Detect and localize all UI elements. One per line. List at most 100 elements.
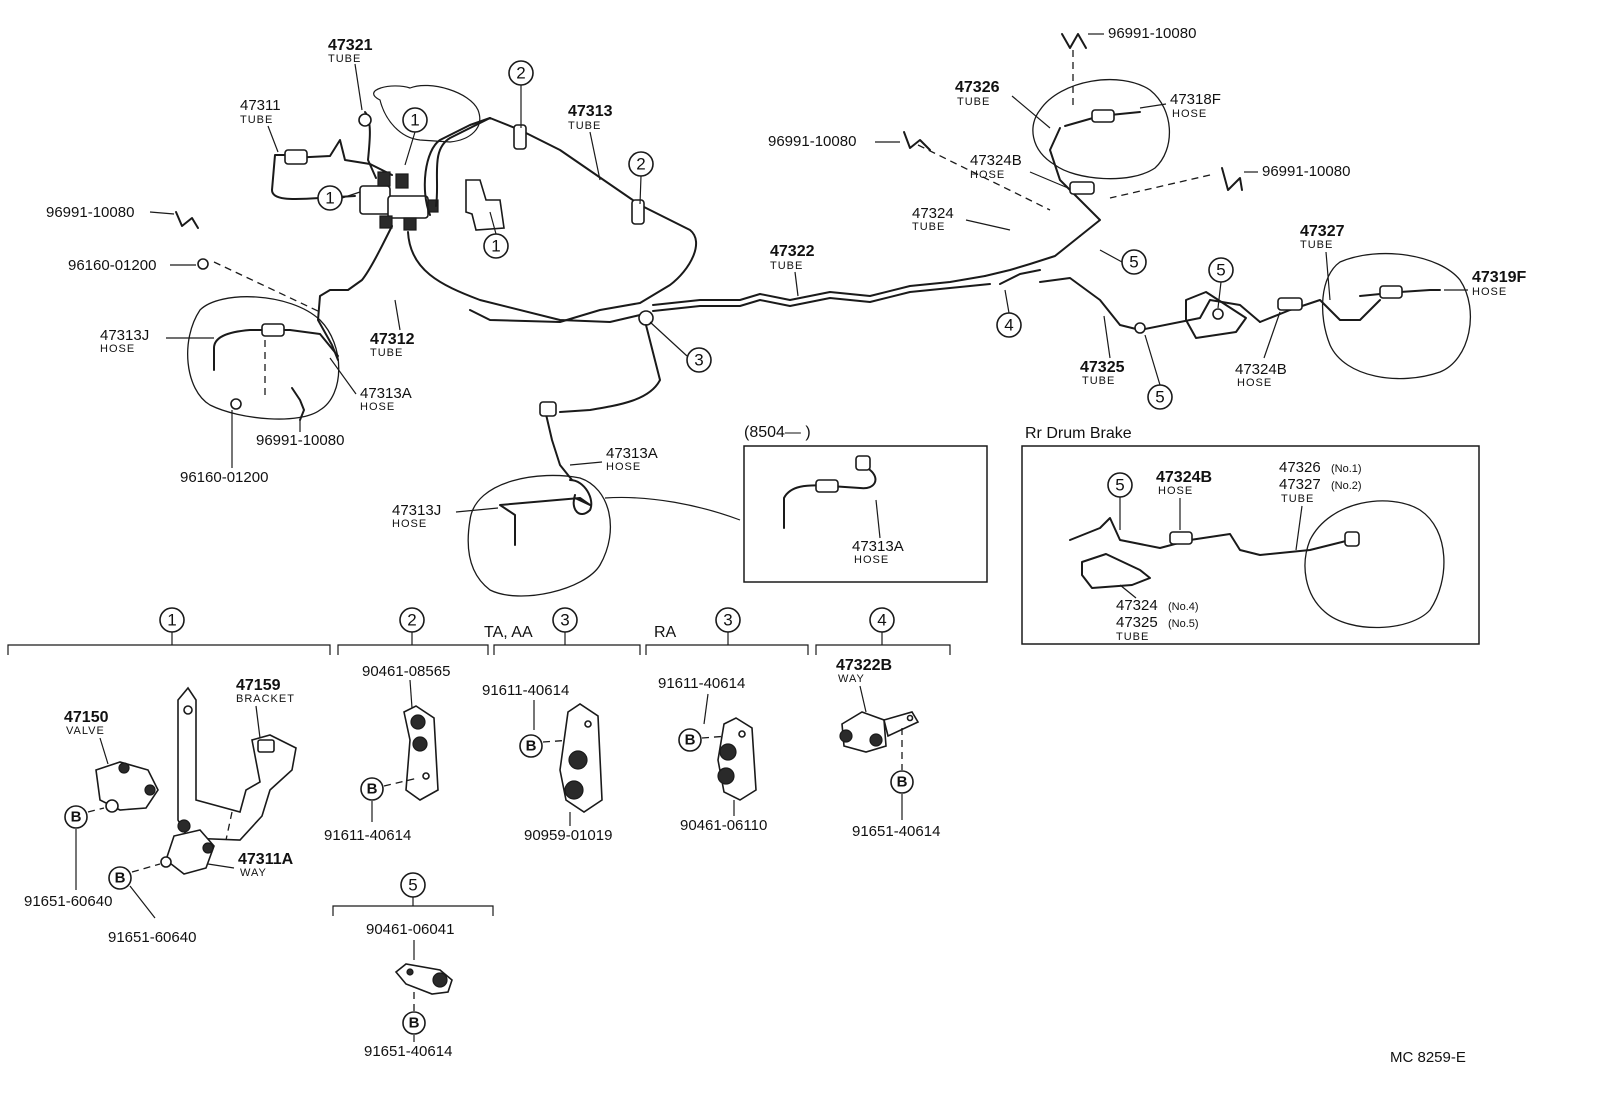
label-47327: 47327 [1300, 223, 1345, 240]
bracket-right [1185, 291, 1247, 339]
hose-47313a-center [544, 409, 573, 481]
clip-2a [513, 124, 527, 150]
label-47313a-center-type: HOSE [606, 461, 641, 473]
label-47322-type: TUBE [770, 260, 803, 272]
detail-group-3a: 91611-40614 B 90959-01019 [482, 682, 612, 844]
label-47312: 47312 [370, 331, 415, 348]
label-drum-47324b-type: HOSE [1158, 485, 1193, 497]
label-47159: 47159 [236, 677, 281, 694]
group-1-callout: 1 [167, 611, 176, 630]
clip-96160-left [230, 398, 242, 410]
label-47326: 47326 [955, 79, 1000, 96]
label-96991-left: 96991-10080 [46, 204, 134, 221]
label-47150: 47150 [64, 709, 109, 726]
tube-47312 [317, 225, 393, 361]
hose-47313a-left [289, 329, 339, 357]
label-47322b-type: WAY [838, 673, 865, 685]
label-90959-01019: 90959-01019 [524, 827, 612, 844]
label-47324b-top: 47324B [970, 152, 1022, 169]
callout-5c: 5 [1155, 388, 1164, 407]
callout-5-drum: 5 [1115, 476, 1124, 495]
hose-47313j-fitting [261, 323, 285, 337]
hose-47324b-top [1069, 181, 1095, 195]
tube-47313-upper [423, 117, 491, 216]
label-drum-47324: 47324 [1116, 597, 1158, 614]
label-96991-mid: 96991-10080 [768, 133, 856, 150]
bracket-group-1 [7, 644, 331, 655]
front-left-wheel [187, 296, 340, 420]
bracket-group-3b [645, 644, 809, 655]
clip-96991-icon-top [1061, 33, 1087, 49]
hose-47319f-fitting [1379, 285, 1403, 299]
drum-tube [1069, 517, 1351, 556]
drum-panel-title: Rr Drum Brake [1025, 425, 1132, 442]
label-drum-47325-note: (No.5) [1168, 618, 1199, 630]
label-47324b-top-type: HOSE [970, 169, 1005, 181]
label-47318f-type: HOSE [1172, 108, 1207, 120]
label-drum-47326-note: (No.1) [1331, 463, 1362, 475]
label-90461-06110: 90461-06110 [680, 817, 767, 834]
label-47313a-inset: 47313A [852, 538, 904, 555]
label-47324b-right: 47324B [1235, 361, 1287, 378]
label-47324: 47324 [912, 205, 954, 222]
rear-drum-brake-panel: Rr Drum Brake 5 47324B HOSE 47326 (No.1)… [1021, 425, 1480, 645]
label-96991-right: 96991-10080 [1262, 163, 1350, 180]
junction-right-b [1212, 308, 1224, 320]
label-90461-06041: 90461-06041 [366, 921, 454, 938]
tube-47313 [435, 117, 697, 323]
label-47319f: 47319F [1472, 269, 1526, 286]
detail-group-1: 47159 BRACKET 47150 VALVE 47311A WAY B 9… [24, 677, 297, 946]
leader-dash-96160 [213, 261, 321, 313]
clip-2b [631, 199, 645, 225]
bracket-group-3a [493, 644, 641, 655]
tube-47311-fitting [284, 149, 308, 165]
detail-group-4: 47322B WAY B 91651-40614 [836, 657, 940, 840]
inset-hose [783, 461, 877, 529]
tube-47322 [652, 275, 991, 312]
label-47325: 47325 [1080, 359, 1125, 376]
inset-8504: (8504— ) 47313A HOSE [743, 424, 988, 583]
label-47313: 47313 [568, 103, 613, 120]
label-91611-40614-g2: 91611-40614 [324, 827, 411, 844]
callout-4: 4 [1004, 316, 1013, 335]
group-2-callout: 2 [407, 611, 416, 630]
callouts-main: 1 1 1 2 2 3 4 5 5 5 [317, 60, 1234, 410]
label-96160-bottom: 96160-01200 [180, 469, 268, 486]
label-47311-type: TUBE [240, 114, 273, 126]
tube-47312-lower [407, 231, 641, 323]
bolt-b-5: B [409, 1015, 420, 1032]
label-47313j-center-type: HOSE [392, 518, 427, 530]
bracket-group-4 [815, 644, 951, 655]
label-90461-08565: 90461-08565 [362, 663, 450, 680]
callout-2a: 2 [516, 64, 525, 83]
label-47312-type: TUBE [370, 347, 403, 359]
bolt-b-3b: B [685, 732, 696, 749]
label-47327-type: TUBE [1300, 239, 1333, 251]
clip-96160-icon [197, 258, 209, 270]
detail-group-3b: 91611-40614 B 90461-06110 [658, 675, 767, 834]
drum-wheel [1304, 500, 1445, 629]
hose-47313j-center [499, 497, 591, 546]
label-drum-47324-note: (No.4) [1168, 601, 1199, 613]
label-47319f-type: HOSE [1472, 286, 1507, 298]
bolt-b-3a: B [526, 738, 537, 755]
clip-icons [175, 33, 1243, 421]
drum-hose-fitting [1169, 531, 1193, 545]
valve-cluster [359, 171, 439, 231]
bracket-group-2 [337, 644, 489, 655]
main-labels: 47321 TUBE 47311 TUBE 47313 TUBE 96991-1… [46, 25, 1526, 530]
detail-group-2: 90461-08565 B 91611-40614 [324, 663, 450, 844]
inset-pointer [604, 496, 741, 521]
callout-2b: 2 [636, 155, 645, 174]
label-47324b-right-type: HOSE [1237, 377, 1272, 389]
tube-47324 [984, 235, 1081, 285]
leader-dash-clip-right [1109, 174, 1211, 199]
group-5-callout: 5 [408, 876, 417, 895]
inset-box [743, 445, 988, 583]
bracket-group-5 [332, 905, 494, 916]
clip-96991-icon-mid [903, 131, 931, 151]
label-47313a-inset-type: HOSE [854, 554, 889, 566]
way-47311a-part [165, 829, 215, 875]
label-47313-type: TUBE [568, 120, 601, 132]
